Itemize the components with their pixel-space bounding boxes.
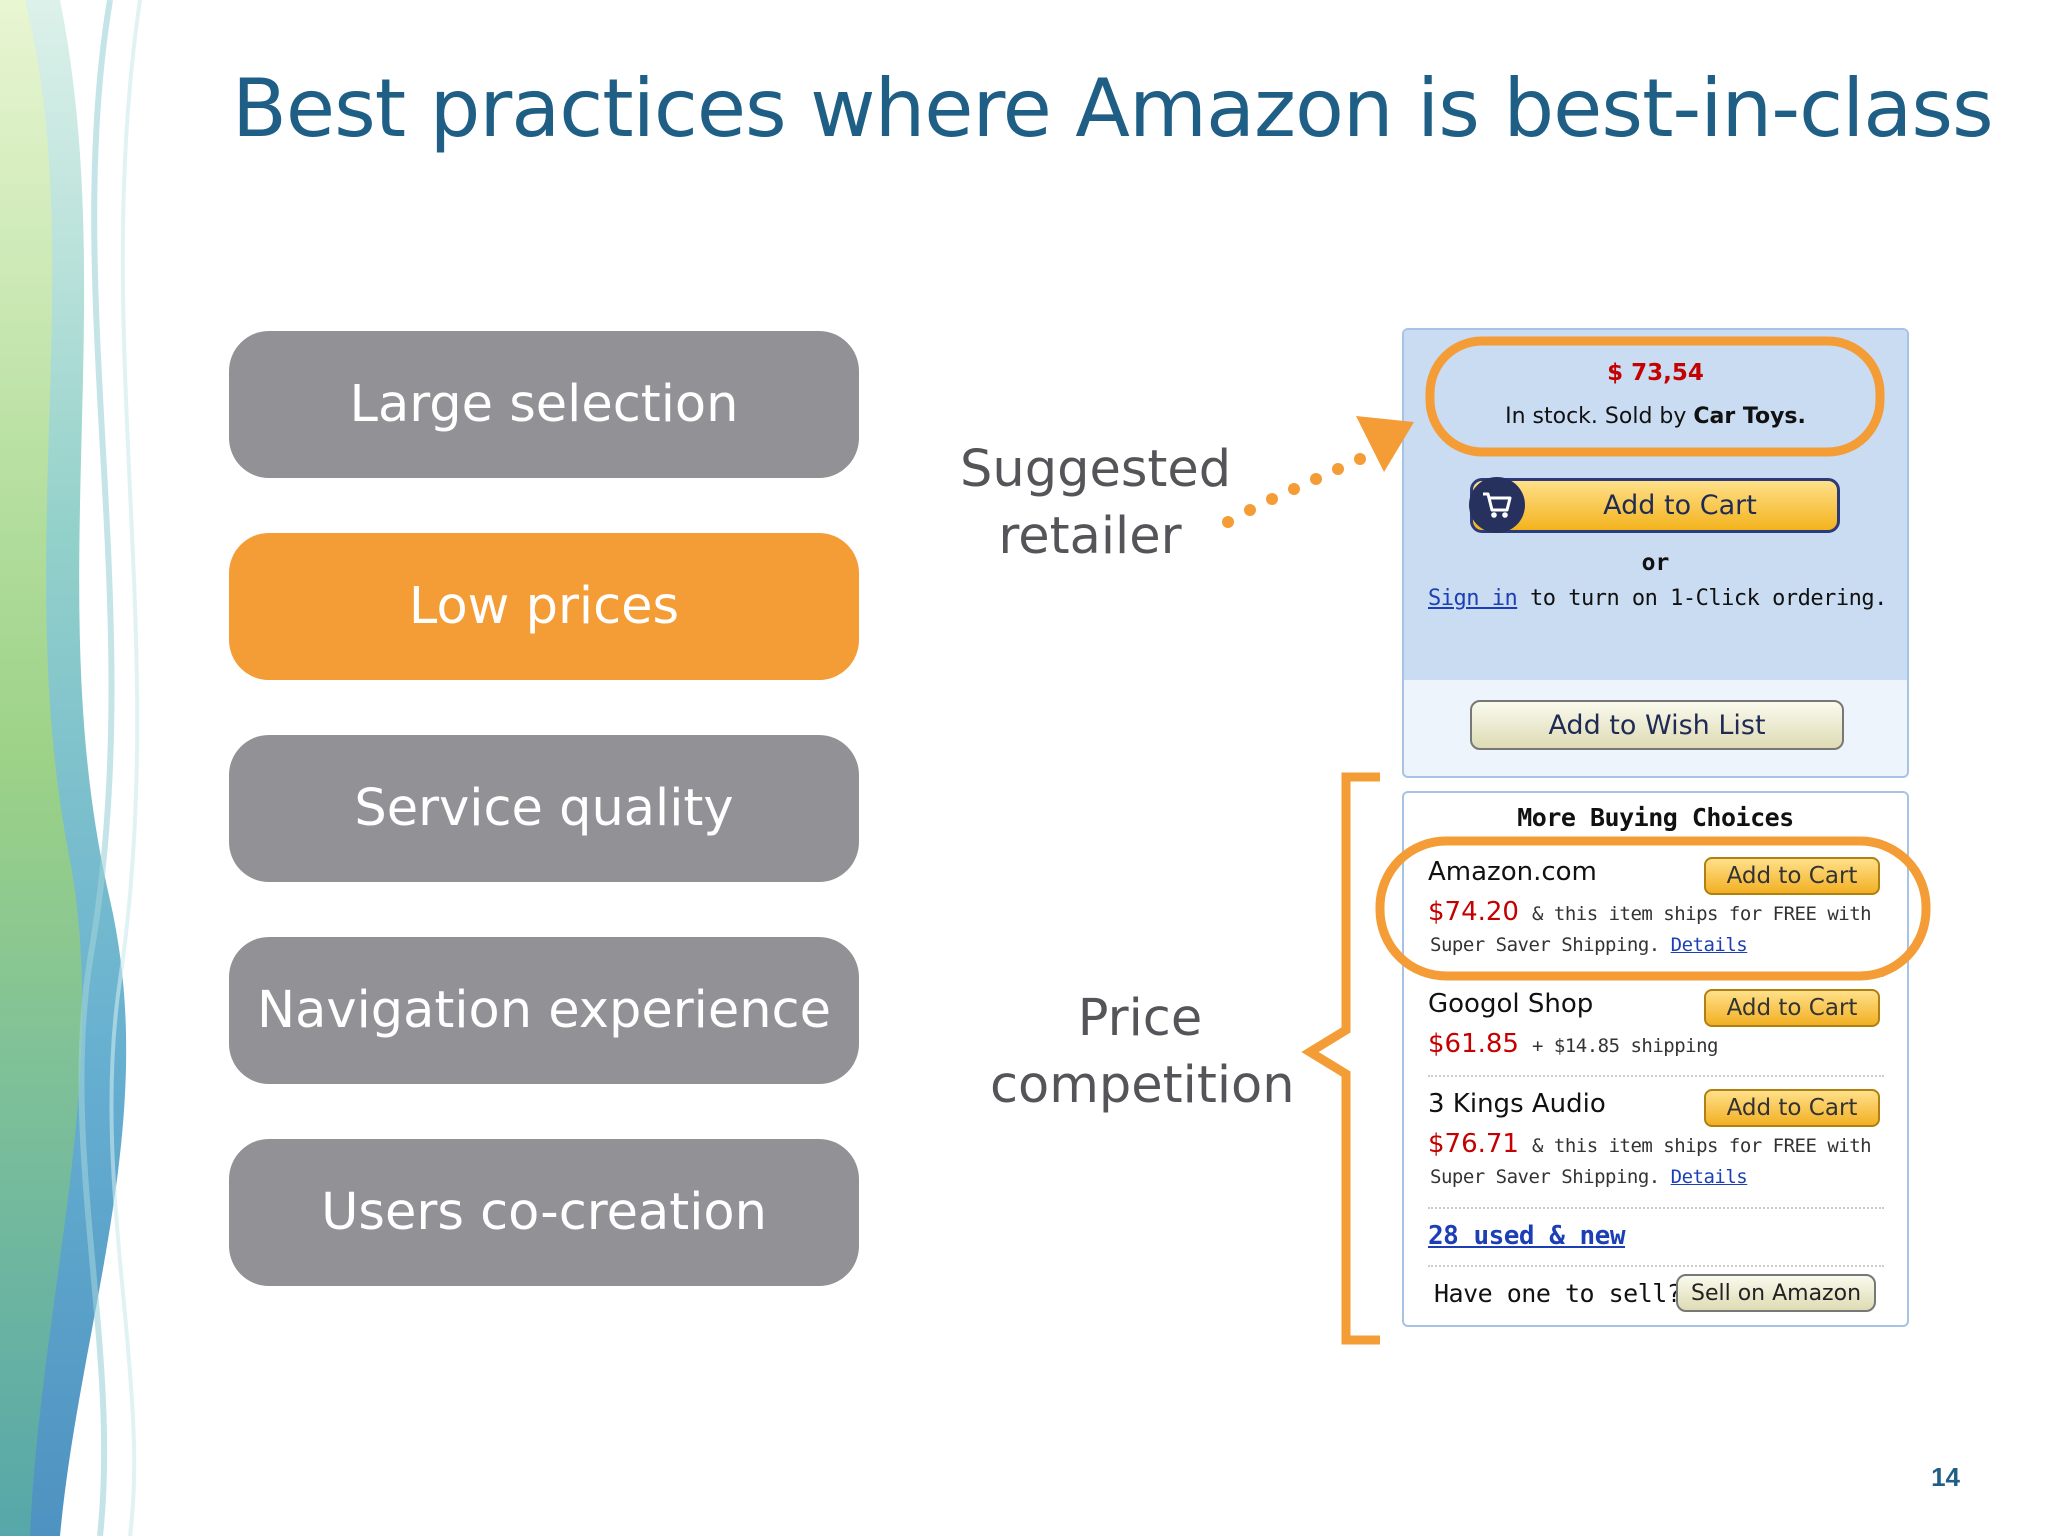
offer-shipping-text: Super Saver Shipping. bbox=[1430, 934, 1660, 956]
buybox-price: $ 73,54 bbox=[1607, 360, 1704, 386]
or-text: or bbox=[1641, 550, 1670, 576]
price-competition-label: Price competition bbox=[990, 985, 1295, 1119]
more-buying-choices-title: More Buying Choices bbox=[1517, 803, 1794, 832]
suggested-retailer-label: Suggested retailer bbox=[960, 436, 1232, 570]
sign-in-suffix: to turn on 1-Click ordering. bbox=[1529, 586, 1887, 611]
practice-users-co-creation: Users co-creation bbox=[229, 1139, 859, 1286]
used-and-new-link[interactable]: 28 used & new bbox=[1428, 1221, 1626, 1251]
offer-price: $74.20 bbox=[1428, 897, 1519, 927]
more-buying-choices-panel: More Buying Choices Amazon.com Add to Ca… bbox=[1402, 791, 1909, 1327]
stock-text: In stock. Sold by bbox=[1505, 404, 1687, 429]
offer-seller[interactable]: Googol Shop bbox=[1428, 989, 1594, 1019]
offer-seller[interactable]: Amazon.com bbox=[1428, 857, 1597, 887]
offer-shipping: & this item ships for FREE with bbox=[1532, 903, 1872, 925]
offer-details-link[interactable]: Details bbox=[1670, 1166, 1748, 1188]
offer-shipping: & this item ships for FREE with bbox=[1532, 1135, 1872, 1157]
price-competition-line1: Price bbox=[1077, 989, 1203, 1048]
offer-price: $61.85 bbox=[1428, 1029, 1519, 1059]
decorative-wave-icon bbox=[0, 0, 142, 1536]
offer-separator bbox=[1428, 975, 1884, 977]
offer-shipping: + $14.85 shipping bbox=[1532, 1035, 1718, 1057]
add-to-wish-list-button[interactable]: Add to Wish List bbox=[1470, 700, 1844, 750]
offer-add-to-cart-button[interactable]: Add to Cart bbox=[1704, 1089, 1880, 1127]
sell-on-amazon-button[interactable]: Sell on Amazon bbox=[1676, 1274, 1876, 1312]
offer-price: $76.71 bbox=[1428, 1129, 1519, 1159]
offer-separator bbox=[1428, 1207, 1884, 1209]
offer-shipping-line2: Super Saver Shipping. Details bbox=[1430, 1166, 1748, 1188]
offer-add-to-cart-button[interactable]: Add to Cart bbox=[1704, 989, 1880, 1027]
practice-navigation-experience: Navigation experience bbox=[229, 937, 859, 1084]
offer-seller[interactable]: 3 Kings Audio bbox=[1428, 1089, 1606, 1119]
buybox-stock: In stock. Sold by Car Toys. bbox=[1404, 404, 1907, 429]
seller-name: Car Toys. bbox=[1693, 404, 1806, 429]
signin-line: Sign in to turn on 1-Click ordering. bbox=[1428, 586, 1887, 611]
offer-add-to-cart-button[interactable]: Add to Cart bbox=[1704, 857, 1880, 895]
offer-separator bbox=[1428, 1075, 1884, 1077]
practice-low-prices: Low prices bbox=[229, 533, 859, 680]
suggested-retailer-line1: Suggested bbox=[960, 440, 1232, 499]
have-one-to-sell-text: Have one to sell? bbox=[1434, 1279, 1682, 1308]
offer-shipping-text: Super Saver Shipping. bbox=[1430, 1166, 1660, 1188]
buybox-panel: $ 73,54 In stock. Sold by Car Toys. Add … bbox=[1402, 328, 1909, 778]
slide-title: Best practices where Amazon is best-in-c… bbox=[232, 62, 1994, 155]
add-to-cart-label: Add to Cart bbox=[1603, 490, 1757, 521]
page-number: 14 bbox=[1931, 1462, 1960, 1492]
practice-service-quality: Service quality bbox=[229, 735, 859, 882]
add-to-cart-button[interactable]: Add to Cart bbox=[1469, 477, 1840, 533]
practice-large-selection: Large selection bbox=[229, 331, 859, 478]
offer-details-link[interactable]: Details bbox=[1670, 934, 1748, 956]
dotted-arrow-icon bbox=[1222, 416, 1414, 528]
price-competition-line2: competition bbox=[990, 1056, 1295, 1115]
offer-separator bbox=[1428, 1265, 1884, 1267]
cart-icon bbox=[1469, 477, 1525, 533]
sign-in-link[interactable]: Sign in bbox=[1428, 586, 1518, 611]
offer-shipping-line2: Super Saver Shipping. Details bbox=[1430, 934, 1748, 956]
competition-bracket-icon bbox=[1301, 772, 1380, 1345]
suggested-retailer-line2: retailer bbox=[998, 507, 1182, 566]
